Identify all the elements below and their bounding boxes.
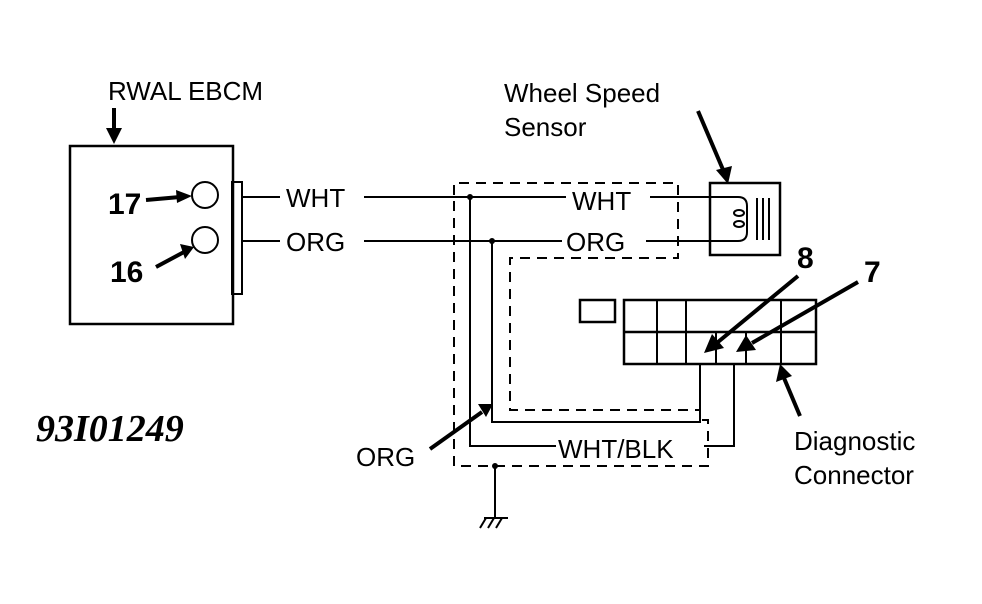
ebcm-pin-16-label: 16 (110, 256, 143, 289)
ebcm-arrow (106, 108, 122, 144)
sensor-wht-label: WHT (572, 186, 631, 216)
sensor-coil-icon (712, 196, 770, 242)
sensor-label-line1: Wheel Speed (504, 78, 660, 108)
ebcm-pin-17 (191, 181, 219, 209)
connector-latch (578, 298, 617, 324)
ebcm-label: RWAL EBCM (108, 76, 263, 106)
diag-connector-arrow (776, 364, 802, 417)
pin-7-arrow (736, 280, 859, 352)
ground-icon (479, 517, 508, 529)
sensor-arrow (696, 110, 732, 184)
pin-16-arrow (155, 244, 194, 269)
shield-org-label: ORG (356, 442, 415, 472)
pin-8-arrow (704, 274, 800, 353)
ebcm-connector-plug (231, 181, 243, 295)
wheel-speed-sensor (708, 181, 782, 257)
wht-blk-label: WHT/BLK (558, 434, 674, 464)
shield-boundary (453, 182, 709, 467)
org-branch-to-diag-pin8 (491, 241, 701, 423)
shield-org-arrow (428, 404, 493, 451)
pin-17-arrow (145, 190, 192, 203)
connector-label-line1: Diagnostic (794, 426, 915, 456)
wht-blk-branch (469, 197, 556, 447)
ebcm-org-label: ORG (286, 227, 345, 257)
ebcm-pin-17-label: 17 (108, 188, 141, 221)
figure-id: 93I01249 (36, 408, 184, 450)
connector-label-line2: Connector (794, 460, 914, 490)
sensor-label-line2: Sensor (504, 112, 587, 142)
sensor-org-label: ORG (566, 227, 625, 257)
diag-pin-7-label: 7 (864, 256, 881, 289)
diagnostic-connector (622, 298, 818, 366)
wht-blk-to-diag-pin7 (704, 364, 735, 447)
ebcm-pin-16 (191, 226, 219, 254)
diag-pin-8-label: 8 (797, 242, 814, 275)
ebcm-wht-label: WHT (286, 183, 345, 213)
